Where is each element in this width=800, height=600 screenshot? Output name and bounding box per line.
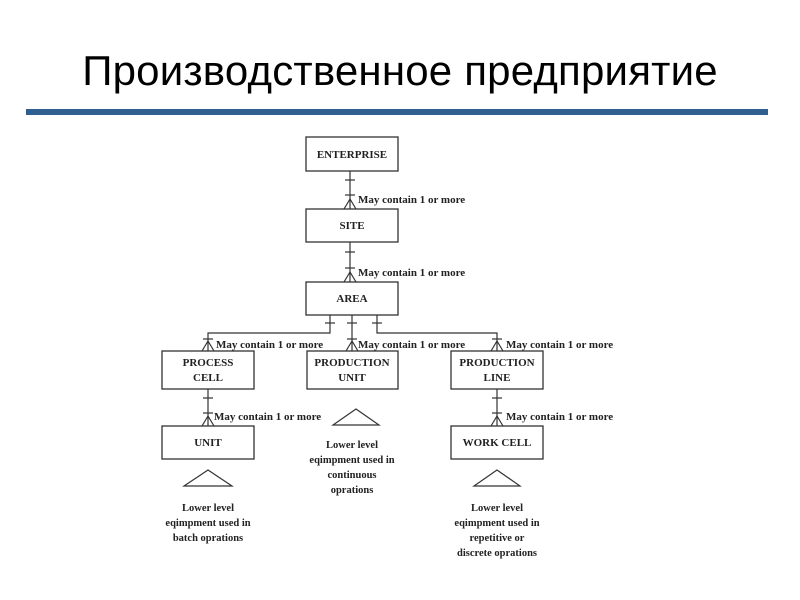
entity-label: ENTERPRISE [317, 149, 387, 161]
relation-label: May contain 1 or more [506, 339, 613, 351]
svg-text:continuous: continuous [327, 470, 376, 481]
svg-text:Lower level: Lower level [471, 503, 523, 514]
entity-label: CELL [193, 372, 223, 384]
note-continuous: Lower level eqimpment used in continuous… [309, 440, 394, 496]
svg-text:Lower level: Lower level [182, 503, 234, 514]
svg-text:AREA: AREA [336, 293, 367, 305]
svg-text:oprations: oprations [331, 485, 374, 496]
connector-area-production-line: May contain 1 or more [372, 315, 613, 352]
entity-label: AREA [336, 293, 367, 305]
svg-text:PRODUCTION: PRODUCTION [314, 357, 389, 369]
svg-text:WORK CELL: WORK CELL [463, 437, 532, 449]
entity-label: UNIT [338, 372, 366, 384]
connector-site-area: May contain 1 or more [343, 242, 465, 283]
connector-process-cell-unit: May contain 1 or more [201, 389, 321, 427]
entity-work-cell: WORK CELL [450, 425, 544, 460]
relation-label: May contain 1 or more [358, 194, 465, 206]
lower-level-triangle-batch [182, 469, 234, 487]
entity-label: SITE [339, 220, 364, 232]
entity-label: WORK CELL [463, 437, 532, 449]
connector-production-line-work-cell: May contain 1 or more [490, 389, 613, 427]
connector-area-production-unit: May contain 1 or more [345, 315, 465, 352]
svg-text:eqimpment used in: eqimpment used in [454, 518, 539, 529]
entity-label: LINE [484, 372, 511, 384]
svg-text:eqimpment used in: eqimpment used in [309, 455, 394, 466]
connector-area-process-cell: May contain 1 or more [201, 315, 335, 352]
relation-label: May contain 1 or more [216, 339, 323, 351]
svg-text:discrete oprations: discrete oprations [457, 548, 537, 559]
svg-text:UNIT: UNIT [338, 372, 366, 384]
svg-text:eqimpment used in: eqimpment used in [165, 518, 250, 529]
entity-label: PROCESS [183, 357, 234, 369]
slide-title: Производственное предприятие [82, 47, 718, 94]
svg-text:LINE: LINE [484, 372, 511, 384]
svg-text:batch oprations: batch oprations [173, 533, 243, 544]
relation-label: May contain 1 or more [214, 411, 321, 423]
relation-label: May contain 1 or more [358, 339, 465, 351]
svg-text:CELL: CELL [193, 372, 223, 384]
title-underline [26, 109, 768, 115]
relation-label: May contain 1 or more [506, 411, 613, 423]
entity-label: UNIT [194, 437, 222, 449]
entity-site: SITE [305, 208, 399, 243]
lower-level-triangle-discrete [472, 469, 522, 487]
note-batch: Lower level eqimpment used in batch opra… [165, 503, 250, 544]
svg-text:ENTERPRISE: ENTERPRISE [317, 149, 387, 161]
svg-text:repetitive or: repetitive or [470, 533, 525, 544]
connector-enterprise-site: May contain 1 or more [343, 171, 465, 210]
entity-production-line: PRODUCTION LINE [450, 350, 544, 390]
entity-enterprise: ENTERPRISE [305, 136, 399, 172]
entity-process-cell: PROCESS CELL [161, 350, 255, 390]
entity-label: PRODUCTION [459, 357, 534, 369]
relation-label: May contain 1 or more [358, 267, 465, 279]
entity-label: PRODUCTION [314, 357, 389, 369]
svg-text:UNIT: UNIT [194, 437, 222, 449]
svg-text:Lower level: Lower level [326, 440, 378, 451]
entity-production-unit: PRODUCTION UNIT [306, 350, 399, 390]
entity-area: AREA [305, 281, 399, 316]
svg-text:PROCESS: PROCESS [183, 357, 234, 369]
note-discrete: Lower level eqimpment used in repetitive… [454, 503, 539, 559]
entity-unit: UNIT [161, 425, 255, 460]
svg-text:PRODUCTION: PRODUCTION [459, 357, 534, 369]
lower-level-triangle-continuous [331, 408, 381, 426]
svg-text:SITE: SITE [339, 220, 364, 232]
